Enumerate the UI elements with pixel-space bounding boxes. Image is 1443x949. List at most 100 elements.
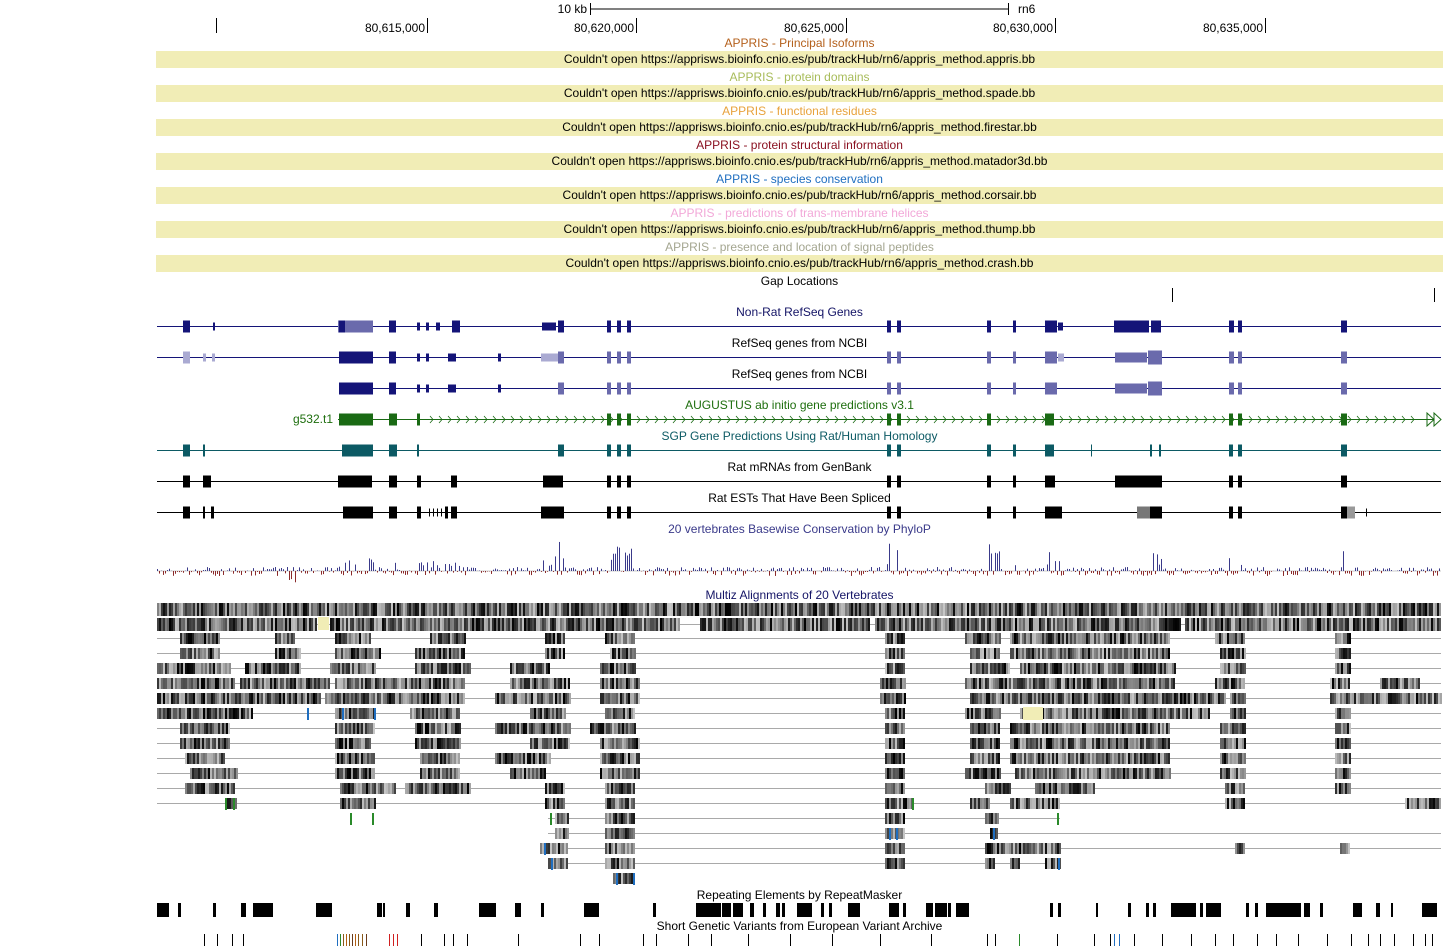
strand-arrow (1320, 415, 1325, 424)
alignment-block (191, 663, 193, 674)
alignment-block (303, 603, 305, 616)
alignment-block (185, 618, 187, 631)
alignment-block (708, 618, 710, 631)
alignment-block (1416, 678, 1418, 689)
alignment-block (201, 693, 203, 704)
alignment-block (1117, 768, 1119, 779)
alignment-block (1108, 708, 1110, 719)
phylop-bar (287, 567, 288, 571)
track-error-message: Couldn't open https://apprisws.bioinfo.c… (156, 51, 1443, 68)
alignment-block (536, 663, 538, 674)
alignment-block (291, 693, 293, 704)
alignment-block (491, 603, 493, 616)
alignment-block (405, 693, 407, 704)
alignment-block (250, 678, 252, 689)
alignment-block (425, 663, 427, 674)
alignment-block (638, 693, 640, 704)
alignment-block (784, 618, 786, 631)
alignment-block (263, 693, 265, 704)
alignment-block (1022, 738, 1024, 749)
phylop-bar (1253, 571, 1254, 576)
phylop-bar (755, 571, 756, 573)
exon-block (1150, 444, 1152, 457)
alignment-block (1088, 633, 1090, 644)
alignment-block (425, 738, 427, 749)
alignment-block (627, 708, 629, 719)
alignment-block (279, 603, 281, 616)
alignment-block (967, 633, 969, 644)
alignment-block (506, 618, 508, 631)
alignment-block (1115, 768, 1117, 779)
alignment-block (1068, 648, 1070, 659)
phylop-bar (811, 567, 812, 571)
alignment-block (191, 693, 193, 704)
alignment-block (432, 633, 434, 644)
alignment-block (549, 648, 551, 659)
alignment-block (1369, 618, 1371, 631)
alignment-block (1035, 618, 1037, 631)
alignment-block (1170, 708, 1172, 719)
alignment-block (369, 678, 371, 689)
alignment-block (511, 753, 513, 764)
alignment-block (988, 693, 990, 704)
phylop-bar (665, 571, 666, 574)
alignment-block (228, 738, 230, 749)
alignment-block (1345, 618, 1347, 631)
alignment-block (1409, 618, 1411, 631)
exon-block (183, 320, 190, 333)
alignment-block (945, 618, 947, 631)
alignment-block (1156, 693, 1158, 704)
alignment-block (181, 663, 183, 674)
alignment-block (818, 618, 820, 631)
track-label-eva: Short Genetic Variants from European Var… (656, 919, 943, 933)
alignment-block (903, 603, 905, 616)
alignment-block (833, 603, 835, 616)
phylop-bar (345, 562, 346, 571)
alignment-block (1228, 768, 1230, 779)
alignment-block (379, 678, 381, 689)
alignment-block (1044, 723, 1046, 734)
phylop-bar (777, 569, 778, 571)
alignment-block (551, 648, 553, 659)
alignment-block (636, 768, 638, 779)
phylop-bar (565, 567, 566, 571)
alignment-block (439, 603, 441, 616)
gene-model (157, 320, 1441, 333)
alignment-block (1093, 618, 1095, 631)
alignment-block (293, 603, 295, 616)
gap-track[interactable] (0, 286, 1443, 306)
phylop-bar (1083, 569, 1084, 571)
alignment-block (894, 693, 896, 704)
alignment-block (1162, 708, 1164, 719)
phylop-bar (793, 567, 794, 571)
alignment-block (974, 693, 976, 704)
alignment-block (1273, 618, 1275, 631)
phylop-bar (619, 547, 620, 571)
alignment-block (612, 618, 614, 631)
alignment-block (1133, 768, 1135, 779)
alignment-block (988, 648, 990, 659)
strand-arrow (1401, 415, 1406, 424)
alignment-block (519, 753, 521, 764)
alignment-block (1231, 603, 1233, 616)
alignment-block (564, 618, 566, 631)
alignment-block (287, 693, 289, 704)
alignment-block (275, 618, 277, 631)
alignment-block (383, 678, 385, 689)
alignment-block (992, 753, 994, 764)
augustus-gene-name[interactable]: g532.t1 (292, 412, 333, 426)
alignment-block (590, 723, 592, 734)
alignment-block (507, 753, 509, 764)
phylop-bar (683, 569, 684, 571)
exon-block (441, 508, 442, 517)
alignment-block (373, 768, 375, 779)
alignment-block (517, 603, 519, 616)
alignment-block (1176, 708, 1178, 719)
alignment-block (869, 603, 871, 616)
alignment-block (567, 603, 569, 616)
exon-block (437, 508, 438, 517)
alignment-block (361, 753, 363, 764)
